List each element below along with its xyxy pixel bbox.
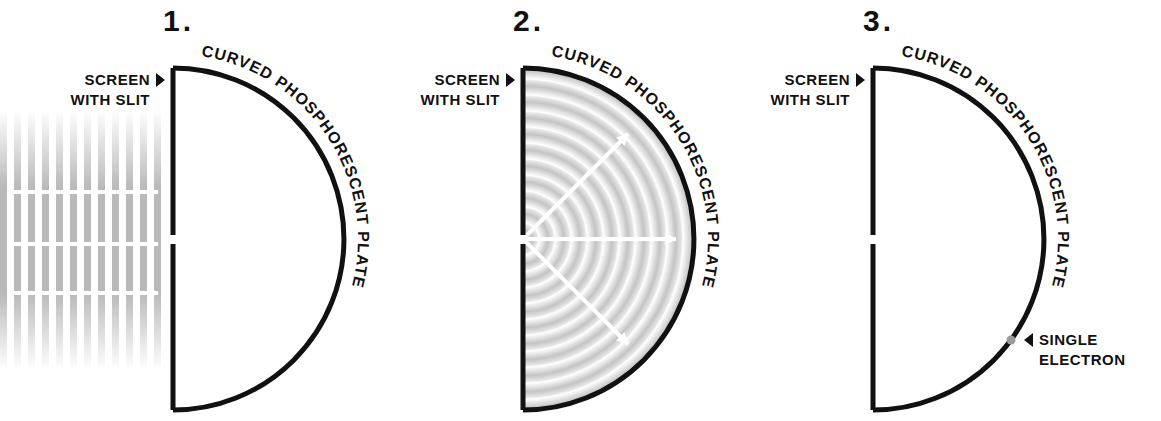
curved-plate-label: CURVED PHOSPHORESCENT PLATE <box>900 42 1072 290</box>
curved-plate-label: CURVED PHOSPHORESCENT PLATE <box>550 42 722 290</box>
pointer-triangle <box>856 73 865 87</box>
pointer-triangle <box>1024 333 1033 347</box>
part-label: SCREEN WITH SLIT <box>404 70 500 110</box>
part-label: SINGLE ELECTRON <box>1039 330 1129 370</box>
panel-number: 1. <box>163 4 194 38</box>
pointer-triangle <box>156 73 165 87</box>
plane-waves <box>0 110 166 370</box>
part-label: SCREEN WITH SLIT <box>54 70 150 110</box>
panel-number: 2. <box>513 4 544 38</box>
pointer-triangle <box>506 73 515 87</box>
panel-number: 3. <box>863 4 894 38</box>
electron-dot <box>1007 336 1016 345</box>
part-label: SCREEN WITH SLIT <box>754 70 850 110</box>
curved-plate-label: CURVED PHOSPHORESCENT PLATE <box>200 42 372 290</box>
